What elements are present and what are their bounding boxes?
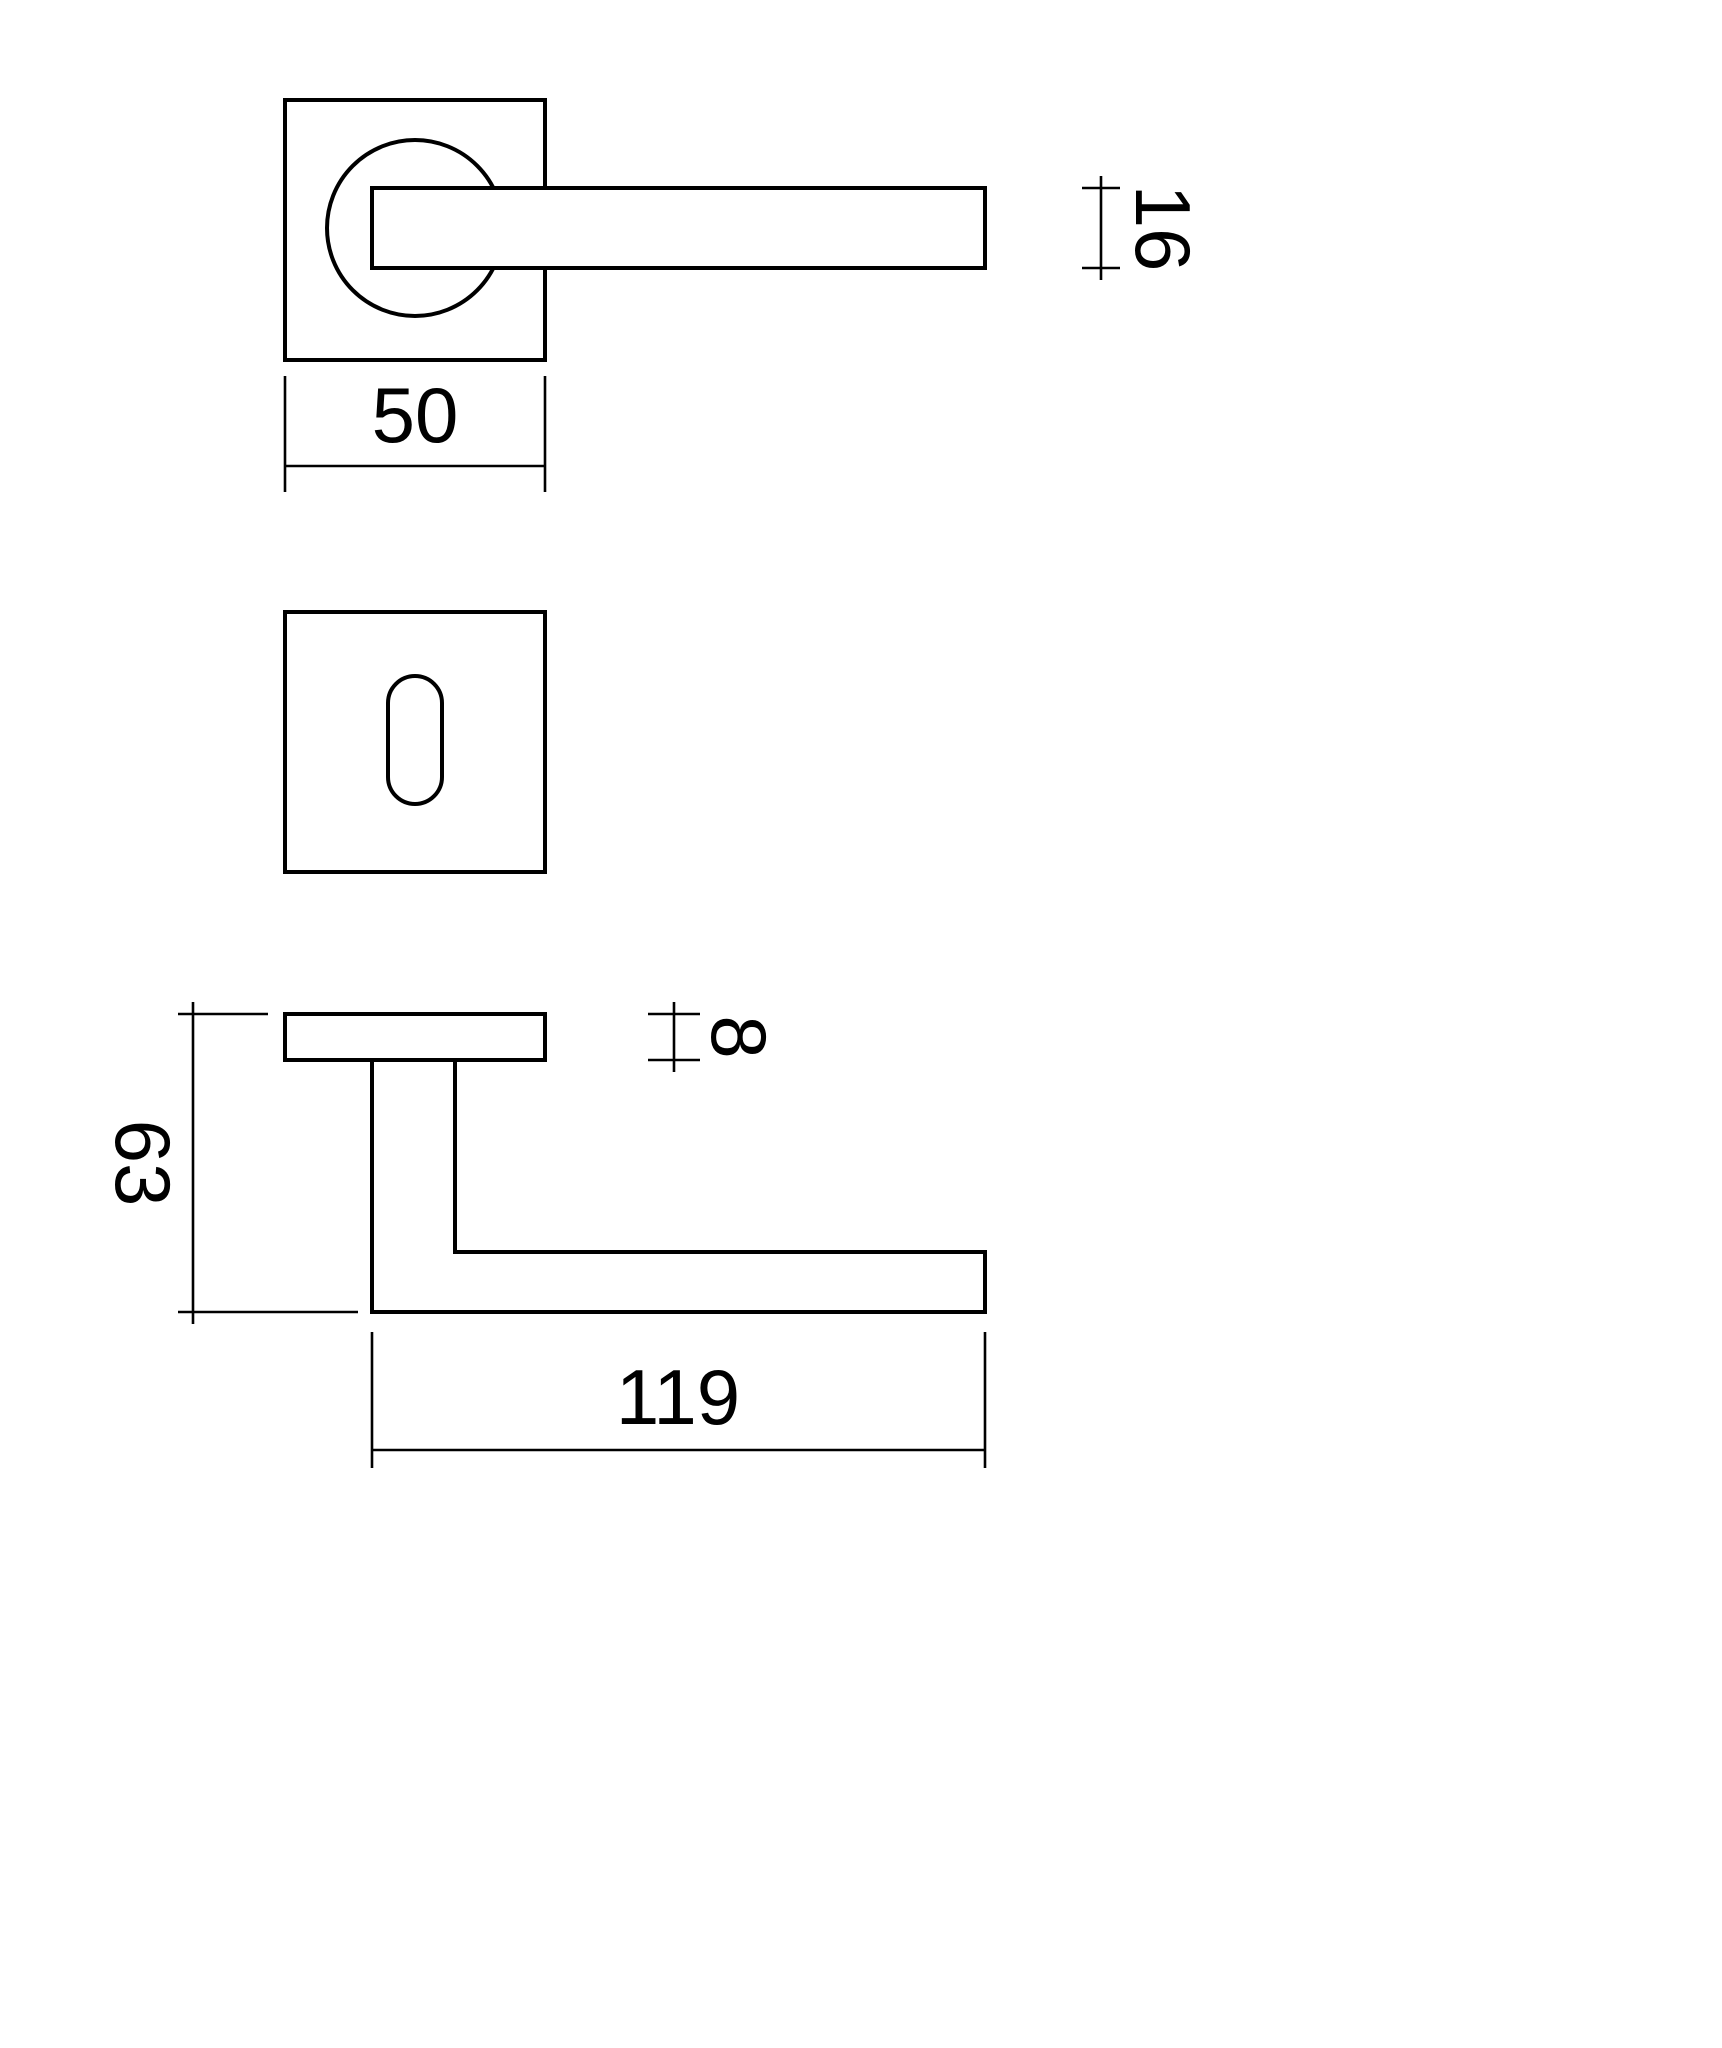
dimension-lever-length: 119 <box>370 1332 987 1468</box>
side-view <box>283 1012 987 1314</box>
escutcheon-view <box>283 610 547 874</box>
front-view <box>283 98 987 362</box>
front-lever-bar <box>370 186 987 270</box>
dimension-handle-height: 63 <box>99 1002 358 1324</box>
dim-label-lever-thickness: 16 <box>1119 185 1207 272</box>
side-rose-profile <box>283 1012 547 1062</box>
side-lever-profile <box>370 1058 987 1314</box>
dimension-rose-thickness: 8 <box>648 1002 783 1072</box>
keyhole-slot <box>386 674 444 806</box>
dim-label-lever-length: 119 <box>616 1353 740 1441</box>
dimension-rose-width: 50 <box>283 371 547 492</box>
dim-label-rose-width: 50 <box>372 371 459 459</box>
dim-label-rose-thickness: 8 <box>695 1015 783 1058</box>
dimension-lever-thickness: 16 <box>1082 176 1207 280</box>
dim-label-handle-height: 63 <box>99 1120 187 1207</box>
